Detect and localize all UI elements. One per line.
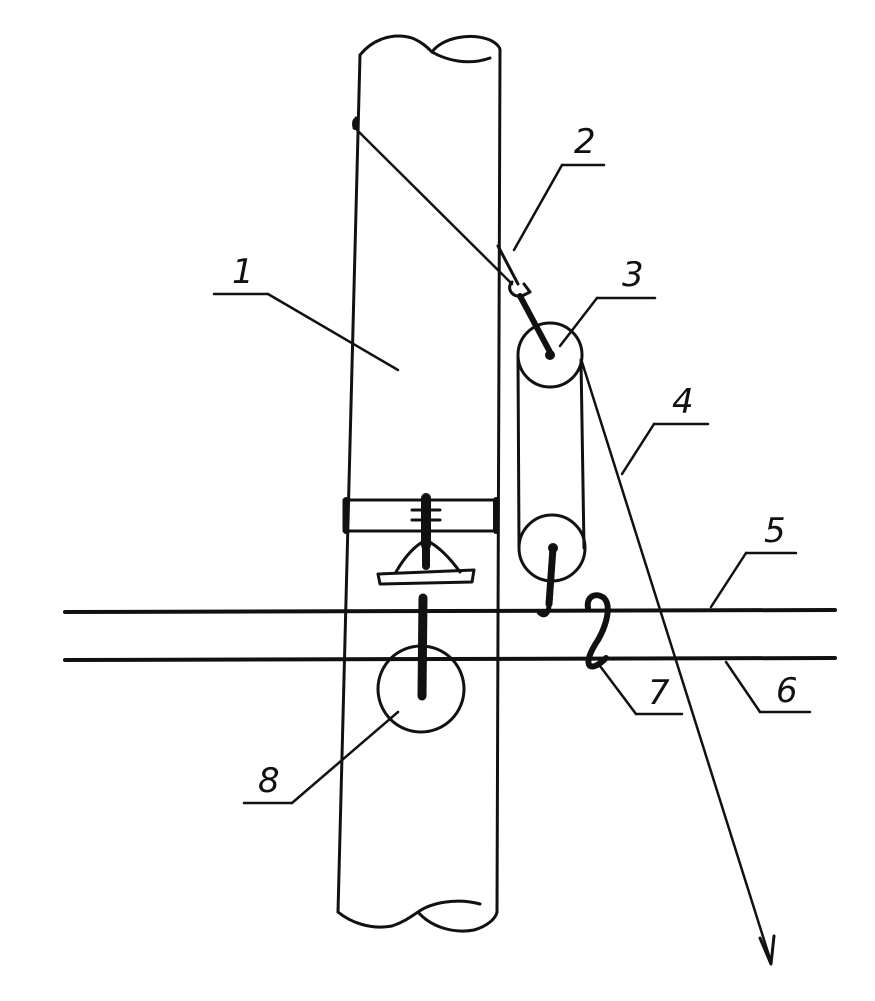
upper-wire xyxy=(63,608,837,614)
pole-clamp-band xyxy=(342,493,500,550)
label-lower-wire: 6 xyxy=(776,671,798,711)
s-hook xyxy=(584,592,611,670)
label-clamp: 2 xyxy=(574,122,596,162)
insulator xyxy=(376,536,476,586)
label-upper-wire: 5 xyxy=(764,511,786,551)
label-rope: 4 xyxy=(672,382,694,422)
callout-labels: 1 2 3 4 5 6 7 8 xyxy=(232,122,798,801)
insulator-roller xyxy=(376,593,466,734)
pulley-block xyxy=(516,321,587,618)
pulling-rope xyxy=(580,360,776,966)
label-hook: 7 xyxy=(648,673,670,713)
wires xyxy=(63,608,837,662)
label-upper-pulley: 3 xyxy=(622,255,644,295)
leader-lines xyxy=(212,163,812,805)
rope-anchor xyxy=(352,116,553,355)
label-insulator-roller: 8 xyxy=(258,761,280,801)
pole xyxy=(336,34,502,933)
label-pole: 1 xyxy=(232,252,254,292)
upper-pulley xyxy=(516,321,584,389)
